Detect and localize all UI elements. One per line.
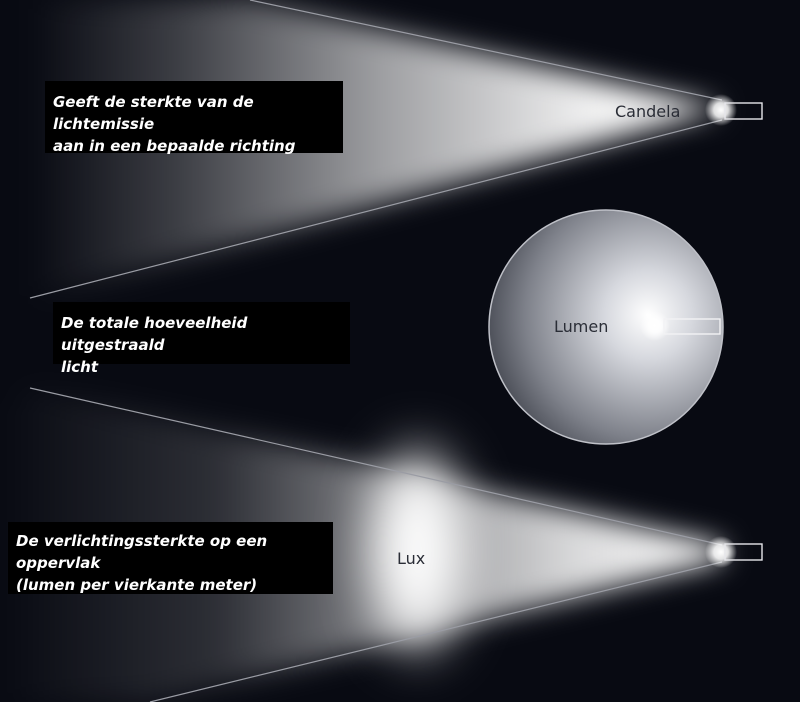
lux-caption-line-1: De verlichtingssterkte op een oppervlak: [16, 532, 268, 572]
lumen-caption: De totale hoeveelheid uitgestraald licht: [53, 302, 350, 376]
lumen-caption-line-1: De totale hoeveelheid uitgestraald: [61, 314, 248, 354]
candela-caption-line-1: Geeft de sterkte van de lichtemissie: [53, 93, 254, 133]
candela-label: Candela: [615, 102, 681, 121]
lux-label: Lux: [397, 549, 426, 568]
lumen-caption-line-2: licht: [61, 358, 99, 376]
lux-beam-edge-top: [29, 387, 723, 546]
candela-caption: Geeft de sterkte van de lichtemissie aan…: [45, 81, 343, 155]
lux-illuminated-surface: [356, 428, 480, 672]
candela-caption-line-2: aan in een bepaalde richting: [53, 137, 296, 155]
lumen-lamp-housing: [663, 318, 721, 335]
lux-caption-line-2: (lumen per vierkante meter): [16, 576, 258, 594]
lux-caption: De verlichtingssterkte op een oppervlak …: [8, 522, 333, 594]
lux-lamp-housing: [724, 543, 763, 561]
candela-light-source: [705, 94, 737, 126]
lumen-sphere: [488, 209, 724, 445]
lux-light-source: [705, 536, 737, 568]
lumen-light-source: [640, 311, 670, 341]
lux-beam-edge-bottom: [149, 561, 723, 702]
candela-beam-edge-top: [249, 0, 723, 101]
candela-lamp-housing: [724, 102, 763, 120]
lumen-label: Lumen: [554, 317, 609, 336]
candela-beam-edge-bottom: [29, 119, 723, 299]
candela-beam: [30, 0, 722, 300]
